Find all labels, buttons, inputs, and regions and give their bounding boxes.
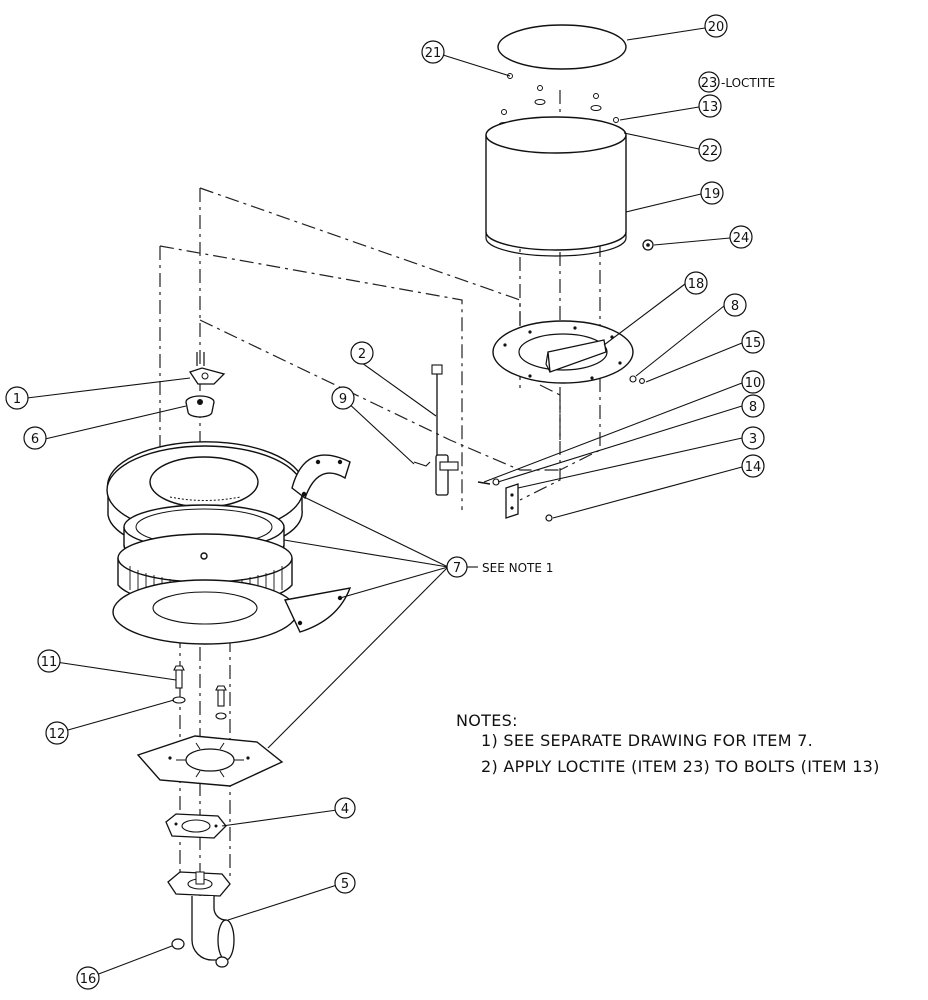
svg-text:8: 8 — [731, 299, 739, 314]
svg-text:19: 19 — [704, 187, 721, 202]
balloon-8-lower: 8 — [741, 394, 765, 418]
svg-text:22: 22 — [702, 144, 719, 159]
balloon-1: 1 — [5, 386, 29, 410]
balloon-8-upper: 8 — [723, 293, 747, 317]
note-2: 2) APPLY LOCTITE (ITEM 23) TO BOLTS (ITE… — [481, 757, 880, 776]
notes-block: NOTES: 1) SEE SEPARATE DRAWING FOR ITEM … — [456, 711, 880, 776]
svg-text:18: 18 — [688, 277, 705, 292]
svg-text:7: 7 — [453, 561, 461, 576]
svg-text:23: 23 — [701, 76, 718, 91]
balloon-11: 11 — [37, 649, 61, 673]
balloon-24: 24 — [729, 225, 753, 249]
mounting-flange — [492, 320, 634, 384]
svg-text:16: 16 — [80, 972, 97, 987]
balloon-5: 5 — [334, 872, 356, 894]
svg-text:8: 8 — [749, 400, 757, 415]
svg-text:6: 6 — [31, 432, 39, 447]
leader-lines — [26, 27, 743, 976]
svg-text:10: 10 — [745, 376, 762, 391]
svg-text:3: 3 — [749, 432, 757, 447]
balloon-7: 7 — [446, 556, 468, 578]
gasket-4 — [165, 813, 227, 839]
balloon-15: 15 — [741, 330, 765, 354]
elbow-outlet-5 — [167, 871, 235, 961]
see-note-label: SEE NOTE 1 — [482, 561, 553, 575]
svg-text:9: 9 — [339, 392, 347, 407]
svg-text:13: 13 — [702, 100, 719, 115]
svg-text:5: 5 — [341, 877, 349, 892]
nuts-16 — [171, 938, 229, 968]
balloon-2: 2 — [350, 341, 374, 365]
loctite-label: -LOCTITE — [721, 76, 775, 90]
nut-washer-8-15 — [629, 375, 645, 384]
balloon-20: 20 — [704, 14, 728, 38]
svg-text:20: 20 — [708, 20, 725, 35]
blower-assembly — [106, 441, 352, 645]
balloon-23: 23 — [698, 71, 720, 93]
balloon-4: 4 — [334, 797, 356, 819]
sensor-probe — [413, 364, 459, 496]
balloon-6: 6 — [23, 426, 47, 450]
balloon-18: 18 — [684, 271, 708, 295]
balloon-16: 16 — [76, 966, 100, 990]
balloon-10: 10 — [741, 370, 765, 394]
hex-base-plate — [136, 735, 284, 787]
top-cover-disc — [497, 24, 627, 70]
bracket-3 — [477, 478, 553, 522]
svg-text:11: 11 — [41, 655, 58, 670]
svg-text:12: 12 — [49, 727, 66, 742]
hub-6 — [185, 395, 215, 418]
svg-text:14: 14 — [745, 460, 762, 475]
svg-text:2: 2 — [358, 347, 366, 362]
balloon-21: 21 — [421, 40, 445, 64]
washer-24 — [642, 239, 654, 251]
balloon-13: 13 — [698, 94, 722, 118]
balloon-19: 19 — [700, 181, 724, 205]
balloon-22: 22 — [698, 138, 722, 162]
svg-text:4: 4 — [341, 802, 349, 817]
balloon-3: 3 — [741, 426, 765, 450]
svg-text:1: 1 — [13, 392, 21, 407]
svg-text:21: 21 — [425, 46, 442, 61]
note-1: 1) SEE SEPARATE DRAWING FOR ITEM 7. — [481, 731, 813, 750]
canister-body — [485, 116, 627, 257]
bolts-11-12 — [172, 665, 227, 720]
balloon-9: 9 — [331, 386, 355, 410]
balloon-14: 14 — [741, 454, 765, 478]
gasket-1 — [188, 352, 226, 385]
svg-text:15: 15 — [745, 336, 762, 351]
balloon-12: 12 — [45, 721, 69, 745]
notes-heading: NOTES: — [456, 711, 518, 730]
svg-text:24: 24 — [733, 231, 750, 246]
